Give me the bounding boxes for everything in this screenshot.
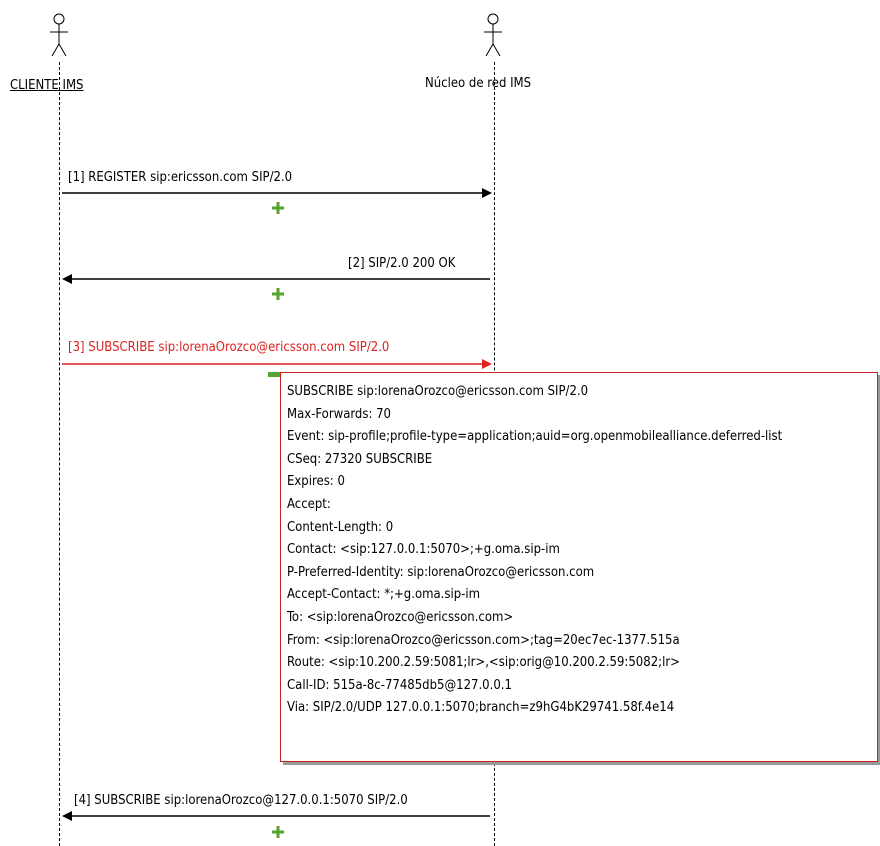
- note-line: Accept-Contact: *;+g.oma.sip-im: [287, 587, 481, 603]
- note-line: To: <sip:lorenaOrozco@ericsson.com>: [287, 609, 514, 625]
- note-line: Content-Length: 0: [287, 519, 394, 535]
- actor-label-cliente: CLIENTE IMS: [10, 78, 83, 93]
- note-line: Route: <sip:10.200.2.59:5081;lr>,<sip:or…: [287, 655, 680, 671]
- plus-icon[interactable]: [272, 288, 284, 300]
- actor-name-cliente: CLIENTE IMS: [10, 78, 84, 93]
- note-line: Max-Forwards: 70: [287, 406, 391, 422]
- message-label-2[interactable]: [2] SIP/2.0 200 OK: [348, 256, 456, 271]
- actor-name-nucleo: Núcleo de red IMS: [425, 76, 532, 91]
- note-line: Accept:: [287, 496, 331, 512]
- plus-icon[interactable]: [272, 826, 284, 838]
- note-line: CSeq: 27320 SUBSCRIBE: [287, 451, 433, 467]
- message-label-4[interactable]: [4] SUBSCRIBE sip:lorenaOrozco@127.0.0.1…: [74, 793, 408, 808]
- note-line: Expires: 0: [287, 474, 345, 490]
- minus-icon[interactable]: [268, 372, 280, 377]
- actor-label-nucleo: Núcleo de red IMS: [425, 76, 531, 91]
- plus-icon[interactable]: [272, 202, 284, 214]
- stick-figure-icon: [50, 13, 68, 57]
- note-line: Call-ID: 515a-8c-77485db5@127.0.0.1: [287, 677, 512, 693]
- message-label-1[interactable]: [1] REGISTER sip:ericsson.com SIP/2.0: [68, 170, 293, 185]
- actor-nucleo-ims: [478, 12, 508, 62]
- note-line: SUBSCRIBE sip:lorenaOrozco@ericsson.com …: [287, 384, 589, 399]
- note-line: From: <sip:lorenaOrozco@ericsson.com>;ta…: [287, 632, 680, 648]
- note-line: Via: SIP/2.0/UDP 127.0.0.1:5070;branch=z…: [287, 700, 675, 716]
- message-arrow-2[interactable]: [62, 274, 490, 284]
- actor-cliente-ims: [44, 12, 74, 62]
- note-line: Contact: <sip:127.0.0.1:5070>;+g.oma.sip…: [287, 542, 560, 558]
- message-detail-note: SUBSCRIBE sip:lorenaOrozco@ericsson.com …: [280, 372, 878, 762]
- note-line: Event: sip-profile;profile-type=applicat…: [287, 429, 783, 445]
- message-arrow-1[interactable]: [62, 188, 492, 198]
- message-arrow-3[interactable]: [62, 359, 492, 369]
- note-line: P-Preferred-Identity: sip:lorenaOrozco@e…: [287, 564, 595, 580]
- lifeline-cliente: [59, 62, 60, 846]
- note-lines: SUBSCRIBE sip:lorenaOrozco@ericsson.com …: [287, 381, 873, 720]
- stick-figure-icon: [484, 13, 502, 57]
- message-label-3[interactable]: [3] SUBSCRIBE sip:lorenaOrozco@ericsson.…: [68, 340, 390, 355]
- message-arrow-4[interactable]: [62, 811, 490, 821]
